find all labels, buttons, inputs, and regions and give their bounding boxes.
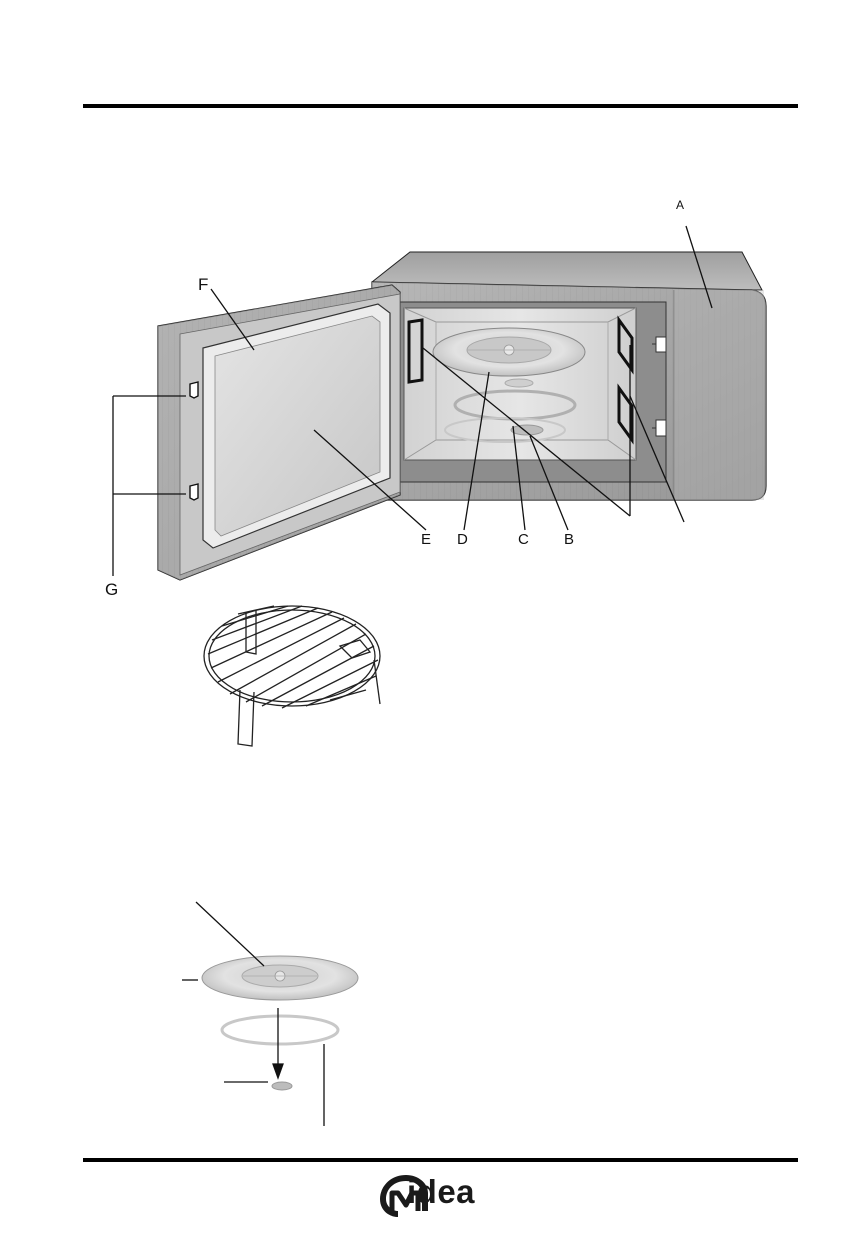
label-g: G (105, 580, 119, 599)
bottom-rule (83, 1158, 798, 1162)
door-interlock-left (407, 318, 424, 384)
label-b: B (564, 531, 575, 548)
top-rule (83, 104, 798, 108)
label-d: D (457, 531, 468, 548)
label-f: F (198, 275, 209, 294)
shaft (444, 417, 566, 443)
microwave-door (157, 284, 401, 581)
turntable-leaders (182, 901, 325, 1126)
turntable-assembly (201, 955, 359, 1091)
glass-tray (432, 327, 586, 377)
grill-rack (203, 605, 381, 747)
label-c: C (518, 531, 529, 548)
label-a: A (676, 198, 685, 212)
brand-logo-text: idea (407, 1173, 476, 1210)
midea-logo-icon (380, 1175, 428, 1217)
door-interlock-right (617, 315, 634, 445)
microwave-body (371, 251, 767, 501)
label-e: E (421, 531, 432, 548)
leader-lines (112, 225, 713, 576)
